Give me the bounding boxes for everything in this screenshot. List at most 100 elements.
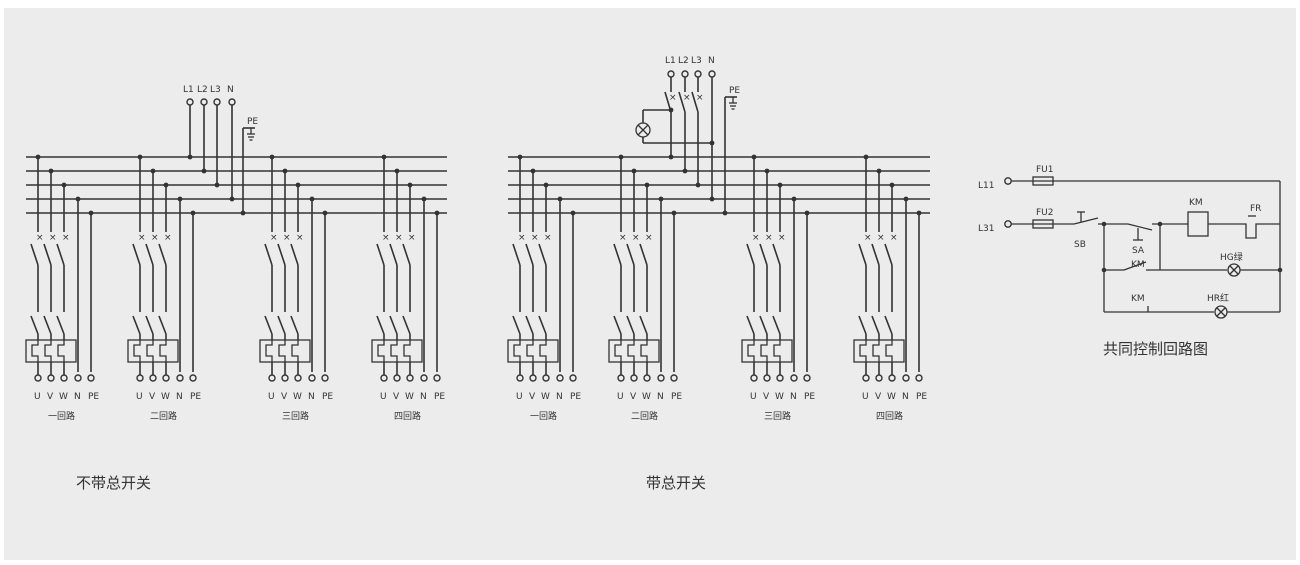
main-switch-node [695,182,701,188]
thermal-element [133,340,141,362]
breaker-blade [858,243,867,266]
thermal-element [859,340,867,362]
feeder-node [777,182,783,188]
feeder-node [48,168,54,174]
output-terminal-label: PE [434,392,445,402]
output-terminal-label: U [617,392,624,402]
input-l31-label: L31 [978,224,994,234]
breaker-blade [290,243,299,266]
output-terminal [34,374,42,382]
output-terminal [281,374,289,382]
output-terminal [162,374,170,382]
feeder-node [644,182,650,188]
breaker-x-mark: × [164,233,172,243]
breaker-x-mark: × [765,233,773,243]
output-terminal [862,374,870,382]
breaker-x-mark: × [619,233,627,243]
breaker-blade [613,243,622,266]
breaker-blade [626,243,635,266]
output-terminal [47,374,55,382]
circuit-name: 三回路 [282,410,309,422]
contactor-blade [145,315,154,335]
input-l11-terminal [1004,177,1012,185]
output-terminal [321,374,329,382]
contactor-blade [402,315,411,335]
lamp-green-label: HG绿 [1220,251,1243,263]
output-terminal [60,374,68,382]
breaker-x-mark: × [382,233,390,243]
caption-middle: 带总开关 [646,474,706,492]
feeder-node [658,196,664,202]
output-terminal [308,374,316,382]
feeder-node [903,196,909,202]
supply-node [201,168,207,174]
breaker-blade [56,243,65,266]
supply-node [229,196,235,202]
output-terminal-label: W [293,392,302,402]
main-switch-x-mark: × [669,93,677,103]
lamp-red-label: HR红 [1207,292,1229,304]
output-terminal-label: U [136,392,143,402]
contactor-blade [264,315,273,335]
main-switch-node [668,154,674,160]
output-terminal [406,374,414,382]
breaker-x-mark: × [296,233,304,243]
contactor-blade [158,315,167,335]
feeder-node [543,182,549,188]
output-terminal [556,374,564,382]
pe-node [240,210,246,216]
output-terminal [189,374,197,382]
output-terminal-label: PE [322,392,333,402]
output-terminal-label: N [556,392,563,402]
lamp-red-x2 [1216,307,1226,317]
supply-terminal [694,70,702,78]
output-terminal-label: W [161,392,170,402]
breaker-x-mark: × [151,233,159,243]
breaker-x-mark: × [778,233,786,243]
feeder-node [889,182,895,188]
output-terminal-label: U [750,392,757,402]
output-terminal [529,374,537,382]
breaker-blade [525,243,534,266]
breaker-x-mark: × [518,233,526,243]
feeder-node [88,210,94,216]
fr-contact [1240,223,1262,239]
output-terminal-label: V [149,392,156,402]
output-terminal [875,374,883,382]
main-switch-x-mark: × [696,93,704,103]
breaker-blade [402,243,411,266]
contactor-blade [871,315,880,335]
node-c [1101,267,1107,273]
output-terminal [149,374,157,382]
output-terminal-label: PE [88,392,99,402]
output-terminal-label: W [642,392,651,402]
output-terminal [763,374,771,382]
feeder-node [35,154,41,160]
breaker-blade [158,243,167,266]
breaker-x-mark: × [408,233,416,243]
output-terminal [617,374,625,382]
supply-node [214,182,220,188]
output-terminal-label: N [176,392,183,402]
feeder-node [190,210,196,216]
thermal-element [627,340,635,362]
main-switch-node [682,168,688,174]
contactor-blade [30,315,39,335]
output-terminal [87,374,95,382]
breaker-blade [746,243,755,266]
circuit-name: 三回路 [764,410,791,422]
output-terminal [433,374,441,382]
lamp-node-top [668,107,674,113]
output-terminal-label: W [405,392,414,402]
feeder-node [671,210,677,216]
circuit-name: 四回路 [394,410,421,422]
feeder-node [517,154,523,160]
output-terminal [294,374,302,382]
output-terminal-label: W [541,392,550,402]
breaker-blade [132,243,141,266]
output-terminal-label: V [630,392,637,402]
contactor-blade [376,315,385,335]
supply-label: L2 [678,56,689,66]
feeder-node [407,182,413,188]
circuit-name: 一回路 [530,410,557,422]
